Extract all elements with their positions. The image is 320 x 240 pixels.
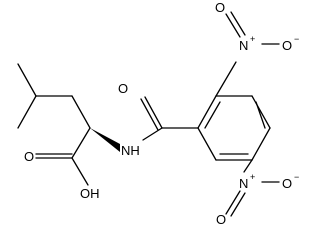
bond-ch3-b-ch — [17, 95, 37, 129]
nitro-top-n-charge: + — [250, 34, 255, 44]
nitro-bottom-n-charge: + — [250, 172, 255, 182]
bond-ring-nitro-bottom — [243, 159, 253, 173]
acid-carbonyl-oxygen-label: O — [24, 149, 34, 164]
nitro-bottom-o-double-label: O — [216, 212, 226, 225]
ring-bond-4 — [251, 127, 271, 161]
nitro-top-n-label: N — [239, 38, 248, 53]
chemical-structure: O NH N + O − O N + O − O O OH — [17, 0, 299, 225]
acid-hydroxyl-label: OH — [80, 186, 100, 201]
bond-nh-carbonyl — [142, 127, 163, 141]
ring-bond-1 — [197, 95, 217, 129]
bond-calpha-ccooh — [71, 127, 91, 159]
ring-bond-3 — [251, 95, 271, 129]
bond-nitro-bottom-o-double-2 — [230, 192, 246, 217]
nitro-bottom-o-minus-label: O — [282, 176, 292, 191]
bond-nitro-top-o-double-1 — [225, 13, 241, 38]
nitro-bottom-n-label: N — [239, 176, 248, 191]
bond-nitro-top-o-double-2 — [230, 11, 246, 36]
bond-amide-c-o-double-1 — [144, 96, 163, 129]
bond-acid-c-oh — [71, 157, 89, 186]
amide-nh-label: NH — [121, 143, 140, 158]
nitro-bottom-o-charge: − — [294, 172, 299, 182]
bond-nitro-bottom-o-double-1 — [225, 190, 241, 215]
bond-amide-c-o-double-2 — [140, 98, 159, 131]
ring-bond-6 — [197, 127, 217, 161]
nitro-top-o-charge: − — [294, 34, 299, 44]
bond-ch3-a-ch — [17, 63, 37, 97]
wedge-bond-calpha-nh — [90, 128, 120, 152]
amide-oxygen-label: O — [118, 81, 128, 96]
bond-ring-nitro-top — [215, 61, 237, 97]
nitro-top-o-double-label: O — [215, 0, 225, 15]
nitro-top-o-minus-label: O — [282, 38, 292, 53]
bond-ch2-calpha — [71, 95, 91, 129]
ring-inner-double-2 — [255, 101, 266, 129]
ring-inner-double-1 — [204, 101, 221, 129]
